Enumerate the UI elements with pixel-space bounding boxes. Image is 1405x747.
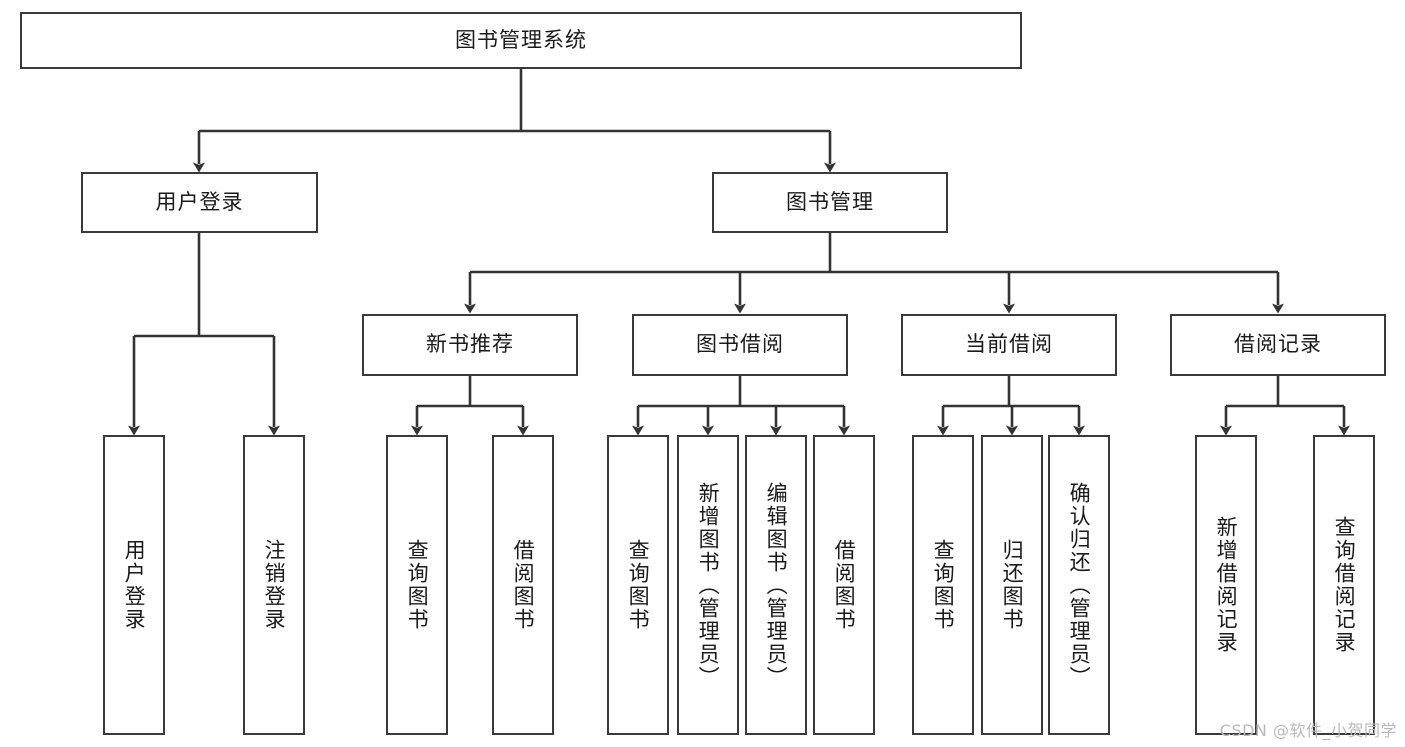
node-leaf-edit-book[interactable]: 编辑图书（管理员） (745, 435, 807, 735)
node-label: 图书管理 (786, 189, 874, 214)
node-leaf-user-login[interactable]: 用户登录 (103, 435, 165, 735)
node-book-borrow[interactable]: 图书借阅 (632, 314, 848, 376)
node-label: 图书管理系统 (455, 27, 587, 52)
node-leaf-query-book-3[interactable]: 查询图书 (912, 435, 974, 735)
node-label: 查询图书 (626, 539, 651, 631)
node-label: 归还图书 (1000, 539, 1025, 631)
node-label: 新增借阅记录 (1214, 516, 1239, 654)
node-leaf-confirm-return[interactable]: 确认归还（管理员） (1048, 435, 1110, 735)
node-label: 确认归还（管理员） (1067, 481, 1092, 689)
node-user-login[interactable]: 用户登录 (81, 172, 318, 233)
csdn-watermark: CSDN @软件_小贺同学 (1219, 721, 1397, 740)
node-label: 当前借阅 (965, 332, 1053, 357)
node-current-borrow[interactable]: 当前借阅 (901, 314, 1117, 376)
node-label: 新书推荐 (426, 332, 514, 357)
node-label: 借阅记录 (1234, 332, 1322, 357)
node-label: 编辑图书（管理员） (764, 481, 789, 689)
node-leaf-add-book[interactable]: 新增图书（管理员） (677, 435, 739, 735)
node-leaf-add-borrow-record[interactable]: 新增借阅记录 (1195, 435, 1257, 735)
node-label: 查询图书 (405, 539, 430, 631)
node-root-system[interactable]: 图书管理系统 (20, 12, 1022, 69)
node-label: 查询借阅记录 (1332, 516, 1357, 654)
node-leaf-logout[interactable]: 注销登录 (243, 435, 305, 735)
node-leaf-borrow-book-2[interactable]: 借阅图书 (813, 435, 875, 735)
node-leaf-return-book[interactable]: 归还图书 (981, 435, 1043, 735)
node-leaf-query-book-2[interactable]: 查询图书 (607, 435, 669, 735)
node-leaf-borrow-book-1[interactable]: 借阅图书 (492, 435, 554, 735)
node-label: 新增图书（管理员） (696, 481, 721, 689)
node-borrow-record[interactable]: 借阅记录 (1170, 314, 1386, 376)
node-leaf-query-borrow-record[interactable]: 查询借阅记录 (1313, 435, 1375, 735)
node-new-book-recommend[interactable]: 新书推荐 (362, 314, 578, 376)
node-book-manage[interactable]: 图书管理 (712, 172, 948, 233)
node-label: 用户登录 (122, 539, 147, 631)
node-label: 借阅图书 (511, 539, 536, 631)
node-label: 注销登录 (262, 539, 287, 631)
node-leaf-query-book-1[interactable]: 查询图书 (386, 435, 448, 735)
node-label: 查询图书 (931, 539, 956, 631)
node-label: 图书借阅 (696, 332, 784, 357)
node-label: 借阅图书 (832, 539, 857, 631)
node-label: 用户登录 (155, 189, 244, 214)
